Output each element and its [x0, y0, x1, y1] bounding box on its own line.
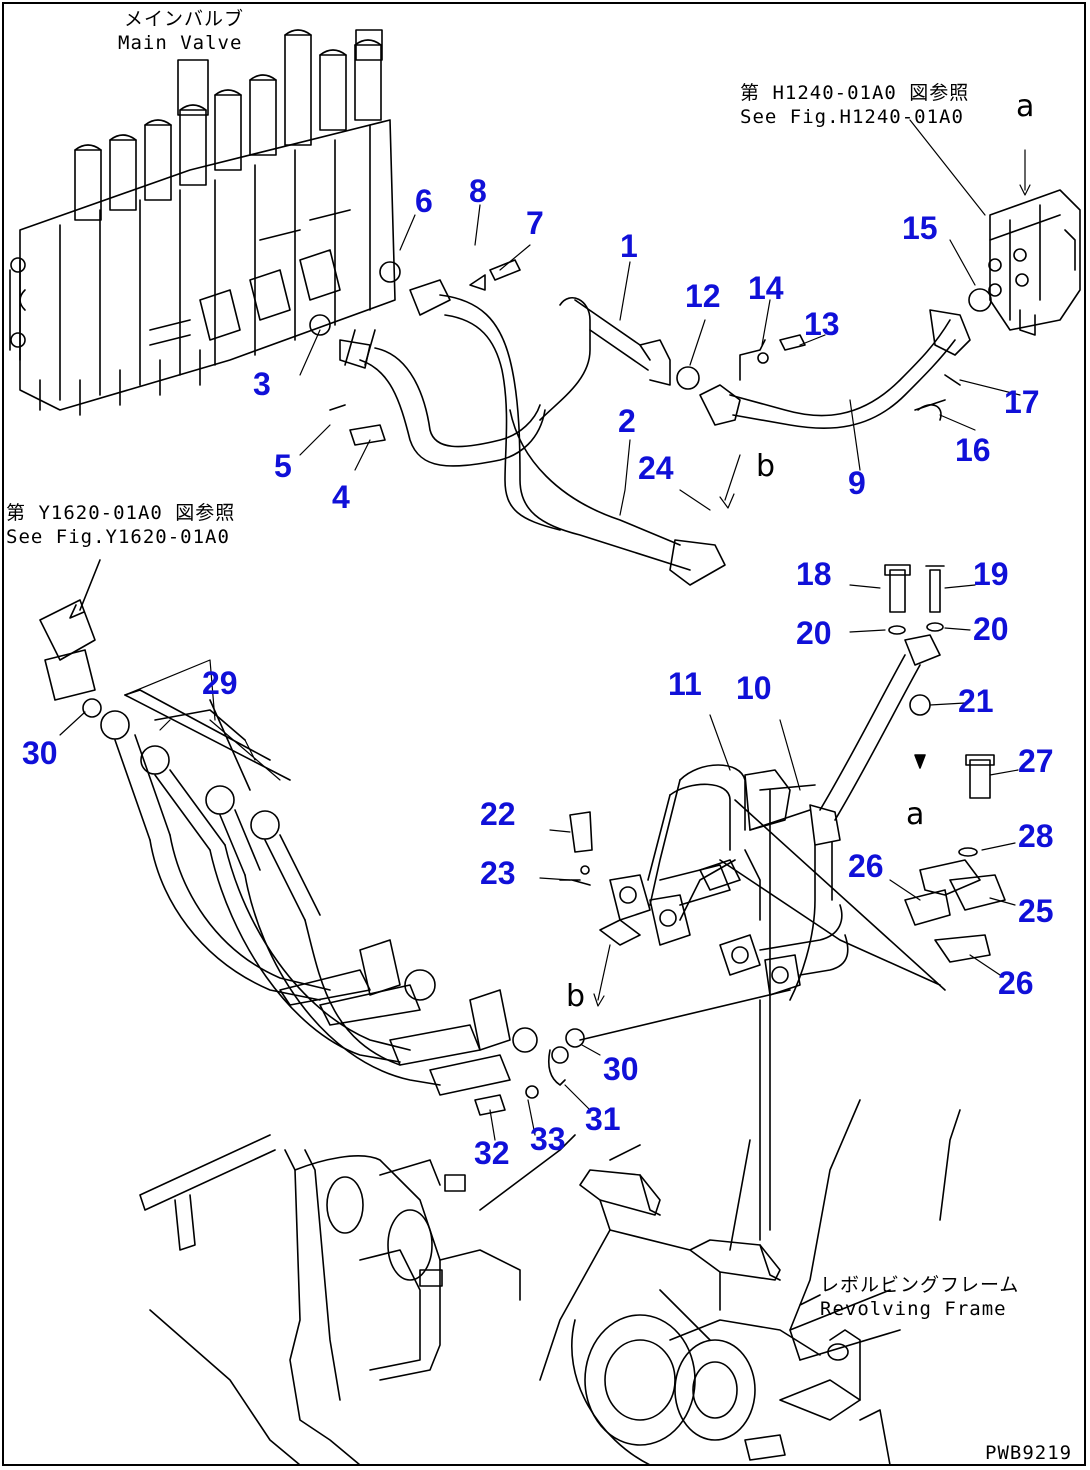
ref-h1240-label-jp: 第 H1240-01A0 図参照: [740, 82, 970, 104]
callout-30-right: 30: [603, 1051, 639, 1087]
callout-14: 14: [748, 270, 784, 306]
view-arrow-a-mid: a: [906, 797, 925, 832]
callout-5: 5: [274, 448, 292, 484]
callout-22: 22: [480, 796, 516, 832]
callout-18: 18: [796, 556, 832, 592]
callout-30-left: 30: [22, 735, 58, 771]
hose-set-29: [39, 559, 585, 1116]
callout-31: 31: [585, 1101, 621, 1137]
callout-16: 16: [955, 432, 991, 468]
callout-10: 10: [736, 670, 772, 706]
callout-11: 11: [668, 666, 702, 702]
ref-y1620-label-jp: 第 Y1620-01A0 図参照: [6, 502, 236, 524]
revolving-frame-drawing: [139, 1099, 961, 1466]
callout-19: 19: [973, 556, 1009, 592]
view-arrow-b-low: b: [566, 979, 586, 1014]
view-arrow-a-top: a: [1016, 89, 1035, 124]
callout-21: 21: [958, 683, 994, 719]
callout-3: 3: [253, 366, 271, 402]
main-valve-drawing: [9, 29, 401, 416]
callout-20-left: 20: [796, 615, 832, 651]
callout-27: 27: [1018, 743, 1054, 779]
callout-15: 15: [902, 210, 938, 246]
callout-2: 2: [618, 403, 636, 439]
callout-4: 4: [332, 479, 350, 515]
revolving-frame-label-en: Revolving Frame: [820, 1298, 1007, 1320]
view-arrow-b-top: b: [756, 449, 776, 484]
callout-9: 9: [848, 465, 866, 501]
callout-32: 32: [474, 1135, 510, 1171]
callout-7: 7: [526, 205, 544, 241]
callout-33: 33: [530, 1121, 566, 1157]
callout-6: 6: [415, 183, 433, 219]
main-valve-label-jp: メインバルブ: [124, 8, 245, 30]
callout-29: 29: [202, 665, 238, 701]
upper-pipe-assembly: [329, 259, 992, 586]
ref-y1620-label-en: See Fig.Y1620-01A0: [6, 526, 230, 548]
figure-number: PWB9219: [985, 1442, 1073, 1464]
center-pipe-assembly: [559, 634, 946, 1241]
leader-lines-lower-left: [59, 659, 601, 1141]
callout-12: 12: [685, 278, 721, 314]
callout-24: 24: [638, 450, 674, 486]
callout-23: 23: [480, 855, 516, 891]
callout-26-upper: 26: [848, 848, 884, 884]
callout-1: 1: [620, 228, 638, 264]
revolving-frame-label-jp: レボルビングフレーム: [820, 1274, 1020, 1296]
main-valve-label-en: Main Valve: [118, 32, 243, 54]
leader-lines-upper: [299, 119, 1031, 516]
clamp-hardware: [884, 564, 1006, 963]
leader-lines-right: [539, 584, 1019, 1007]
callout-8: 8: [469, 173, 487, 209]
callout-26-lower: 26: [998, 965, 1034, 1001]
callout-13: 13: [804, 306, 840, 342]
callout-25: 25: [1018, 893, 1054, 929]
selector-valve-drawing: [988, 189, 1081, 336]
callout-17: 17: [1004, 384, 1040, 420]
callout-20-right: 20: [973, 611, 1009, 647]
callout-28: 28: [1018, 818, 1054, 854]
ref-h1240-label-en: See Fig.H1240-01A0: [740, 106, 964, 128]
